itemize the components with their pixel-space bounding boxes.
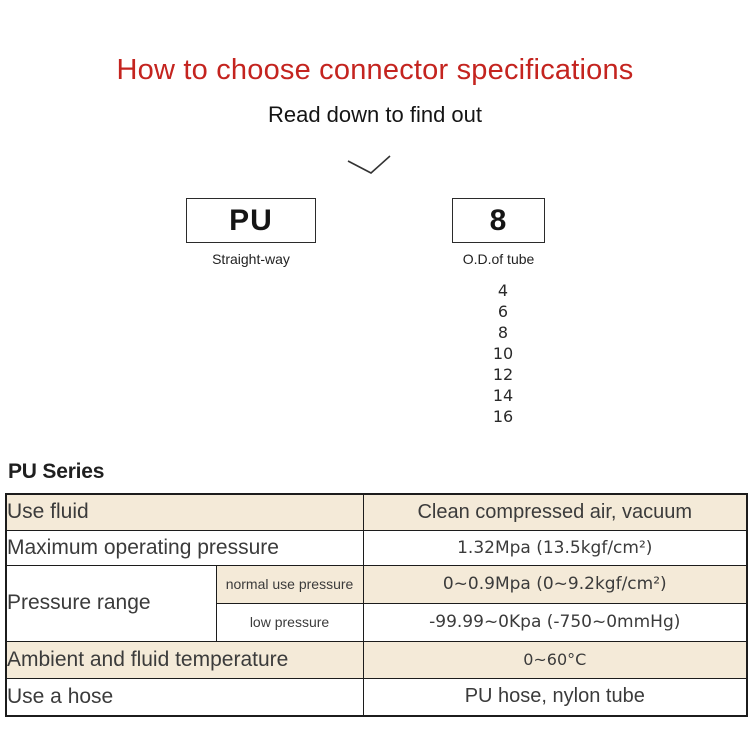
row-sublabel-normal-pressure: normal use pressure	[215, 564, 364, 604]
table-row-pressure-normal: Pressure range normal use pressure 0~0.9…	[5, 564, 748, 642]
model-code-text: PU	[229, 203, 273, 237]
size-option: 6	[497, 302, 509, 321]
size-options-list: 4 6 8 10 12 14 16	[453, 280, 553, 427]
row-label-max-pressure: Maximum operating pressure	[5, 529, 364, 566]
size-caption: O.D.of tube	[462, 251, 535, 267]
table-row-temperature: Ambient and fluid temperature 0~60°C	[5, 640, 748, 679]
row-value-hose: PU hose, nylon tube	[362, 677, 748, 717]
row-value-temperature: 0~60°C	[362, 640, 748, 679]
row-value-low-pressure: -99.99~0Kpa (-750~0mmHg)	[362, 602, 748, 642]
table-row-pressure-low: low pressure -99.99~0Kpa (-750~0mmHg)	[6, 602, 748, 642]
row-label-pressure-range: Pressure range	[5, 564, 217, 642]
size-code-box: 8	[452, 198, 545, 243]
size-option: 16	[492, 407, 514, 426]
spec-table: Use fluid Clean compressed air, vacuum M…	[5, 493, 749, 717]
size-option: 10	[492, 344, 514, 363]
row-label-hose: Use a hose	[5, 677, 364, 717]
row-value-use-fluid: Clean compressed air, vacuum	[362, 493, 748, 531]
size-option: 4	[497, 281, 509, 300]
page-subtitle: Read down to find out	[267, 102, 483, 127]
chevron-down-icon	[347, 155, 391, 174]
row-value-max-pressure: 1.32Mpa (13.5kgf/cm²)	[362, 529, 748, 566]
row-value-normal-pressure: 0~0.9Mpa (0~9.2kgf/cm²)	[362, 564, 748, 604]
size-option: 8	[497, 323, 509, 342]
table-row-max-pressure: Maximum operating pressure 1.32Mpa (13.5…	[5, 529, 748, 566]
series-heading: PU Series	[8, 460, 105, 483]
model-caption: Straight-way	[212, 251, 290, 267]
page-title: How to choose connector specifications	[116, 54, 634, 86]
table-row-use-fluid: Use fluid Clean compressed air, vacuum	[5, 493, 748, 531]
row-sublabel-low-pressure: low pressure	[215, 602, 364, 642]
row-label-use-fluid: Use fluid	[5, 493, 364, 531]
table-row-hose: Use a hose PU hose, nylon tube	[5, 677, 748, 717]
size-option: 12	[492, 365, 514, 384]
size-code-text: 8	[489, 203, 508, 237]
row-label-temperature: Ambient and fluid temperature	[5, 640, 364, 679]
model-code-box: PU	[186, 198, 316, 243]
size-option: 14	[492, 386, 514, 405]
